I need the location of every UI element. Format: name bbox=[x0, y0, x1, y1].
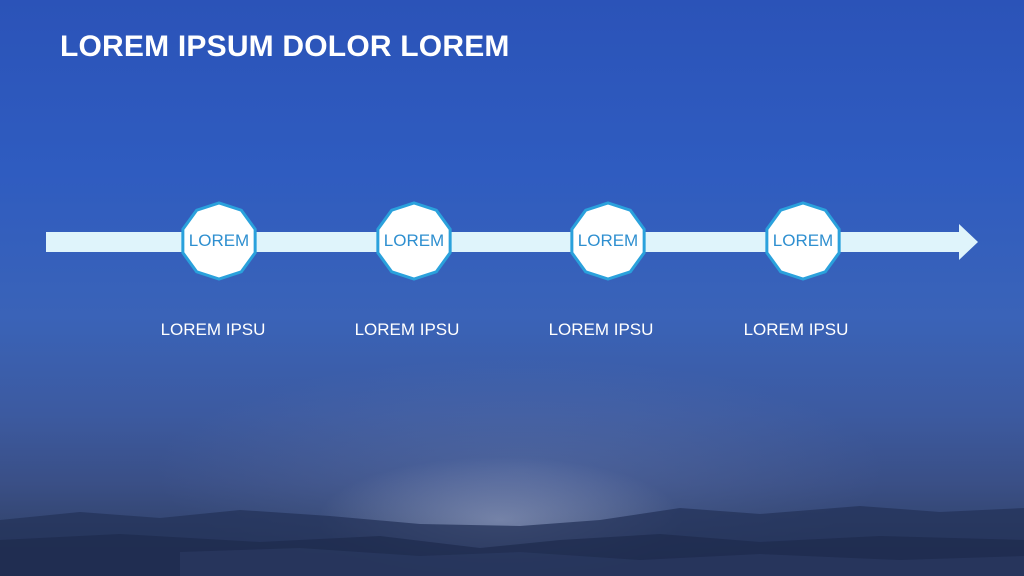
decagon-shape bbox=[570, 201, 646, 281]
page-title: LOREM IPSUM DOLOR LOREM bbox=[60, 30, 510, 63]
timeline-node-4: LOREM bbox=[763, 201, 843, 281]
decagon-shape bbox=[376, 201, 452, 281]
decagon-shape bbox=[765, 201, 841, 281]
node-label: LOREM bbox=[188, 231, 250, 250]
decagon-node-icon bbox=[181, 201, 257, 281]
timeline-node-3: LOREM bbox=[568, 201, 648, 281]
timeline-node-2: LOREM bbox=[374, 201, 454, 281]
decagon-shape bbox=[181, 201, 257, 281]
step-caption-3: LOREM IPSU bbox=[548, 320, 654, 339]
decagon-node-icon bbox=[376, 201, 452, 281]
step-caption-1: LOREM IPSU bbox=[160, 320, 266, 339]
step-caption-2: LOREM IPSU bbox=[354, 320, 460, 339]
decagon-node-icon bbox=[570, 201, 646, 281]
step-caption-4: LOREM IPSU bbox=[743, 320, 849, 339]
timeline-node-1: LOREM bbox=[179, 201, 259, 281]
decagon-node-icon bbox=[765, 201, 841, 281]
node-label: LOREM bbox=[577, 231, 639, 250]
background-landscape bbox=[0, 506, 1024, 576]
node-label: LOREM bbox=[383, 231, 445, 250]
node-label: LOREM bbox=[772, 231, 834, 250]
